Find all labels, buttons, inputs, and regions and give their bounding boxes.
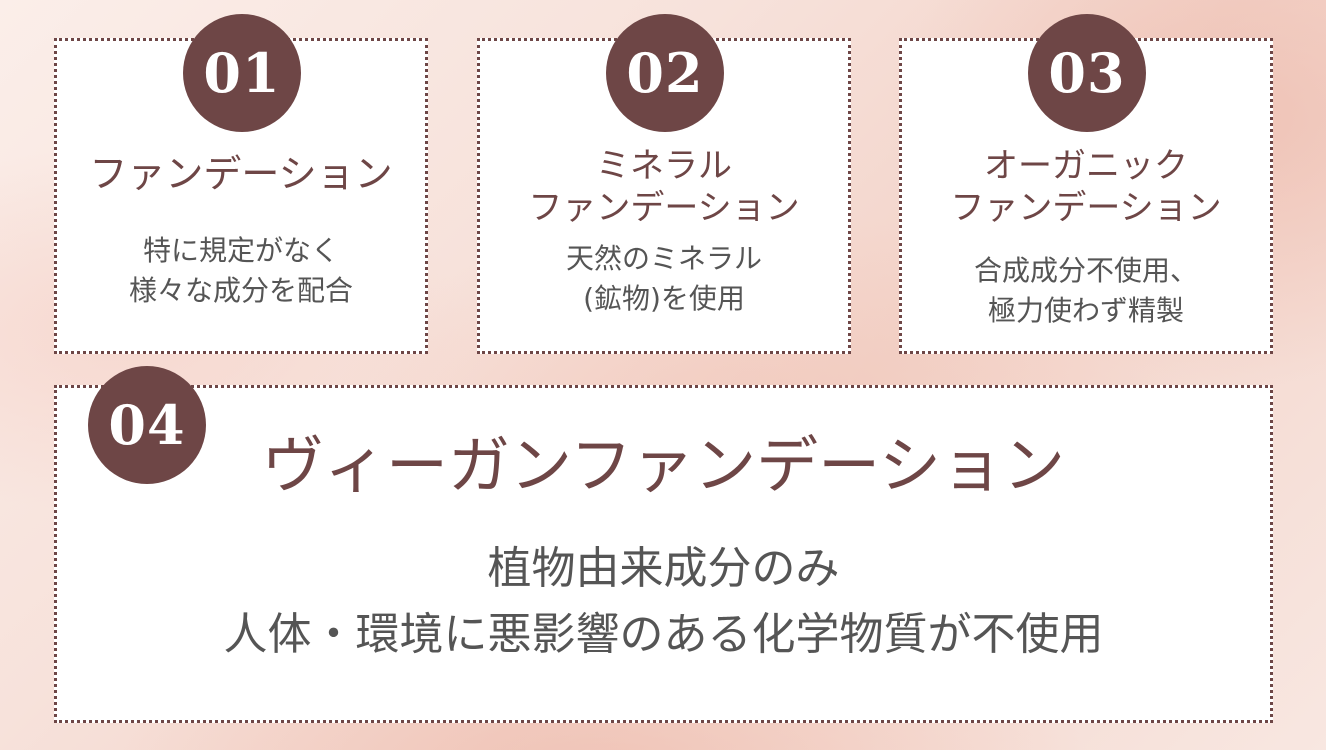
card-description: 植物由来成分のみ 人体・環境に悪影響のある化学物質が不使用: [223, 543, 1104, 660]
card-description: 合成成分不使用、 極力使わず精製: [973, 254, 1198, 327]
number-badge-01: 01: [183, 14, 301, 132]
card-title: ヴィーガンファンデーション: [262, 429, 1065, 502]
card-vegan-foundation: ヴィーガンファンデーション 植物由来成分のみ 人体・環境に悪影響のある化学物質が…: [54, 385, 1273, 723]
card-description: 特に規定がなく 様々な成分を配合: [128, 234, 353, 307]
number-badge-04: 04: [88, 366, 206, 484]
number-badge-03: 03: [1028, 14, 1146, 132]
card-mineral-foundation: ミネラル ファンデーション 天然のミネラル (鉱物)を使用: [477, 38, 851, 354]
card-description: 天然のミネラル (鉱物)を使用: [565, 242, 762, 315]
card-title: オーガニック ファンデーション: [950, 146, 1222, 228]
number-badge-02: 02: [606, 14, 724, 132]
card-title: ミネラル ファンデーション: [528, 146, 800, 228]
card-title: ファンデーション: [89, 152, 393, 196]
